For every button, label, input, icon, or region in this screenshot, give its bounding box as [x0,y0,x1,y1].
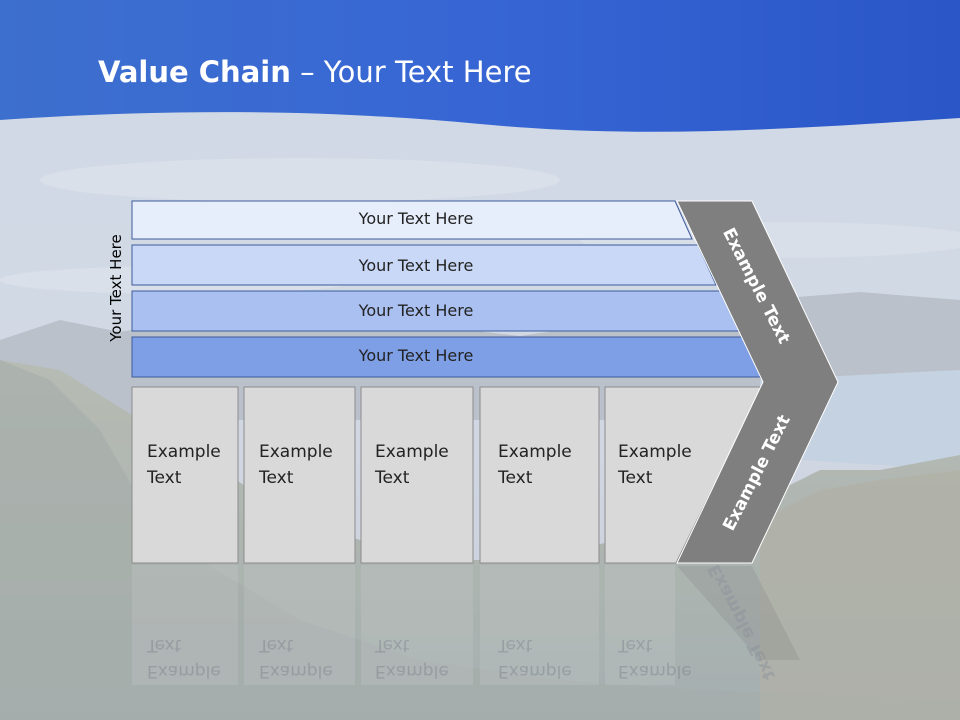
chevron-arrow [676,200,839,564]
band-label-2: Your Text Here [358,256,474,275]
band-label-4: Your Text Here [358,346,474,365]
band-1 [131,200,693,240]
box-1 [131,386,239,564]
box-5 [604,386,763,564]
box-2 [243,386,356,564]
band-2 [131,244,717,286]
box-4 [479,386,600,564]
box-3 [360,386,474,564]
page-title: Value Chain – Your Text Here [98,55,532,89]
band-label-3: Your Text Here [358,301,474,320]
band-label-1: Your Text Here [358,209,474,228]
